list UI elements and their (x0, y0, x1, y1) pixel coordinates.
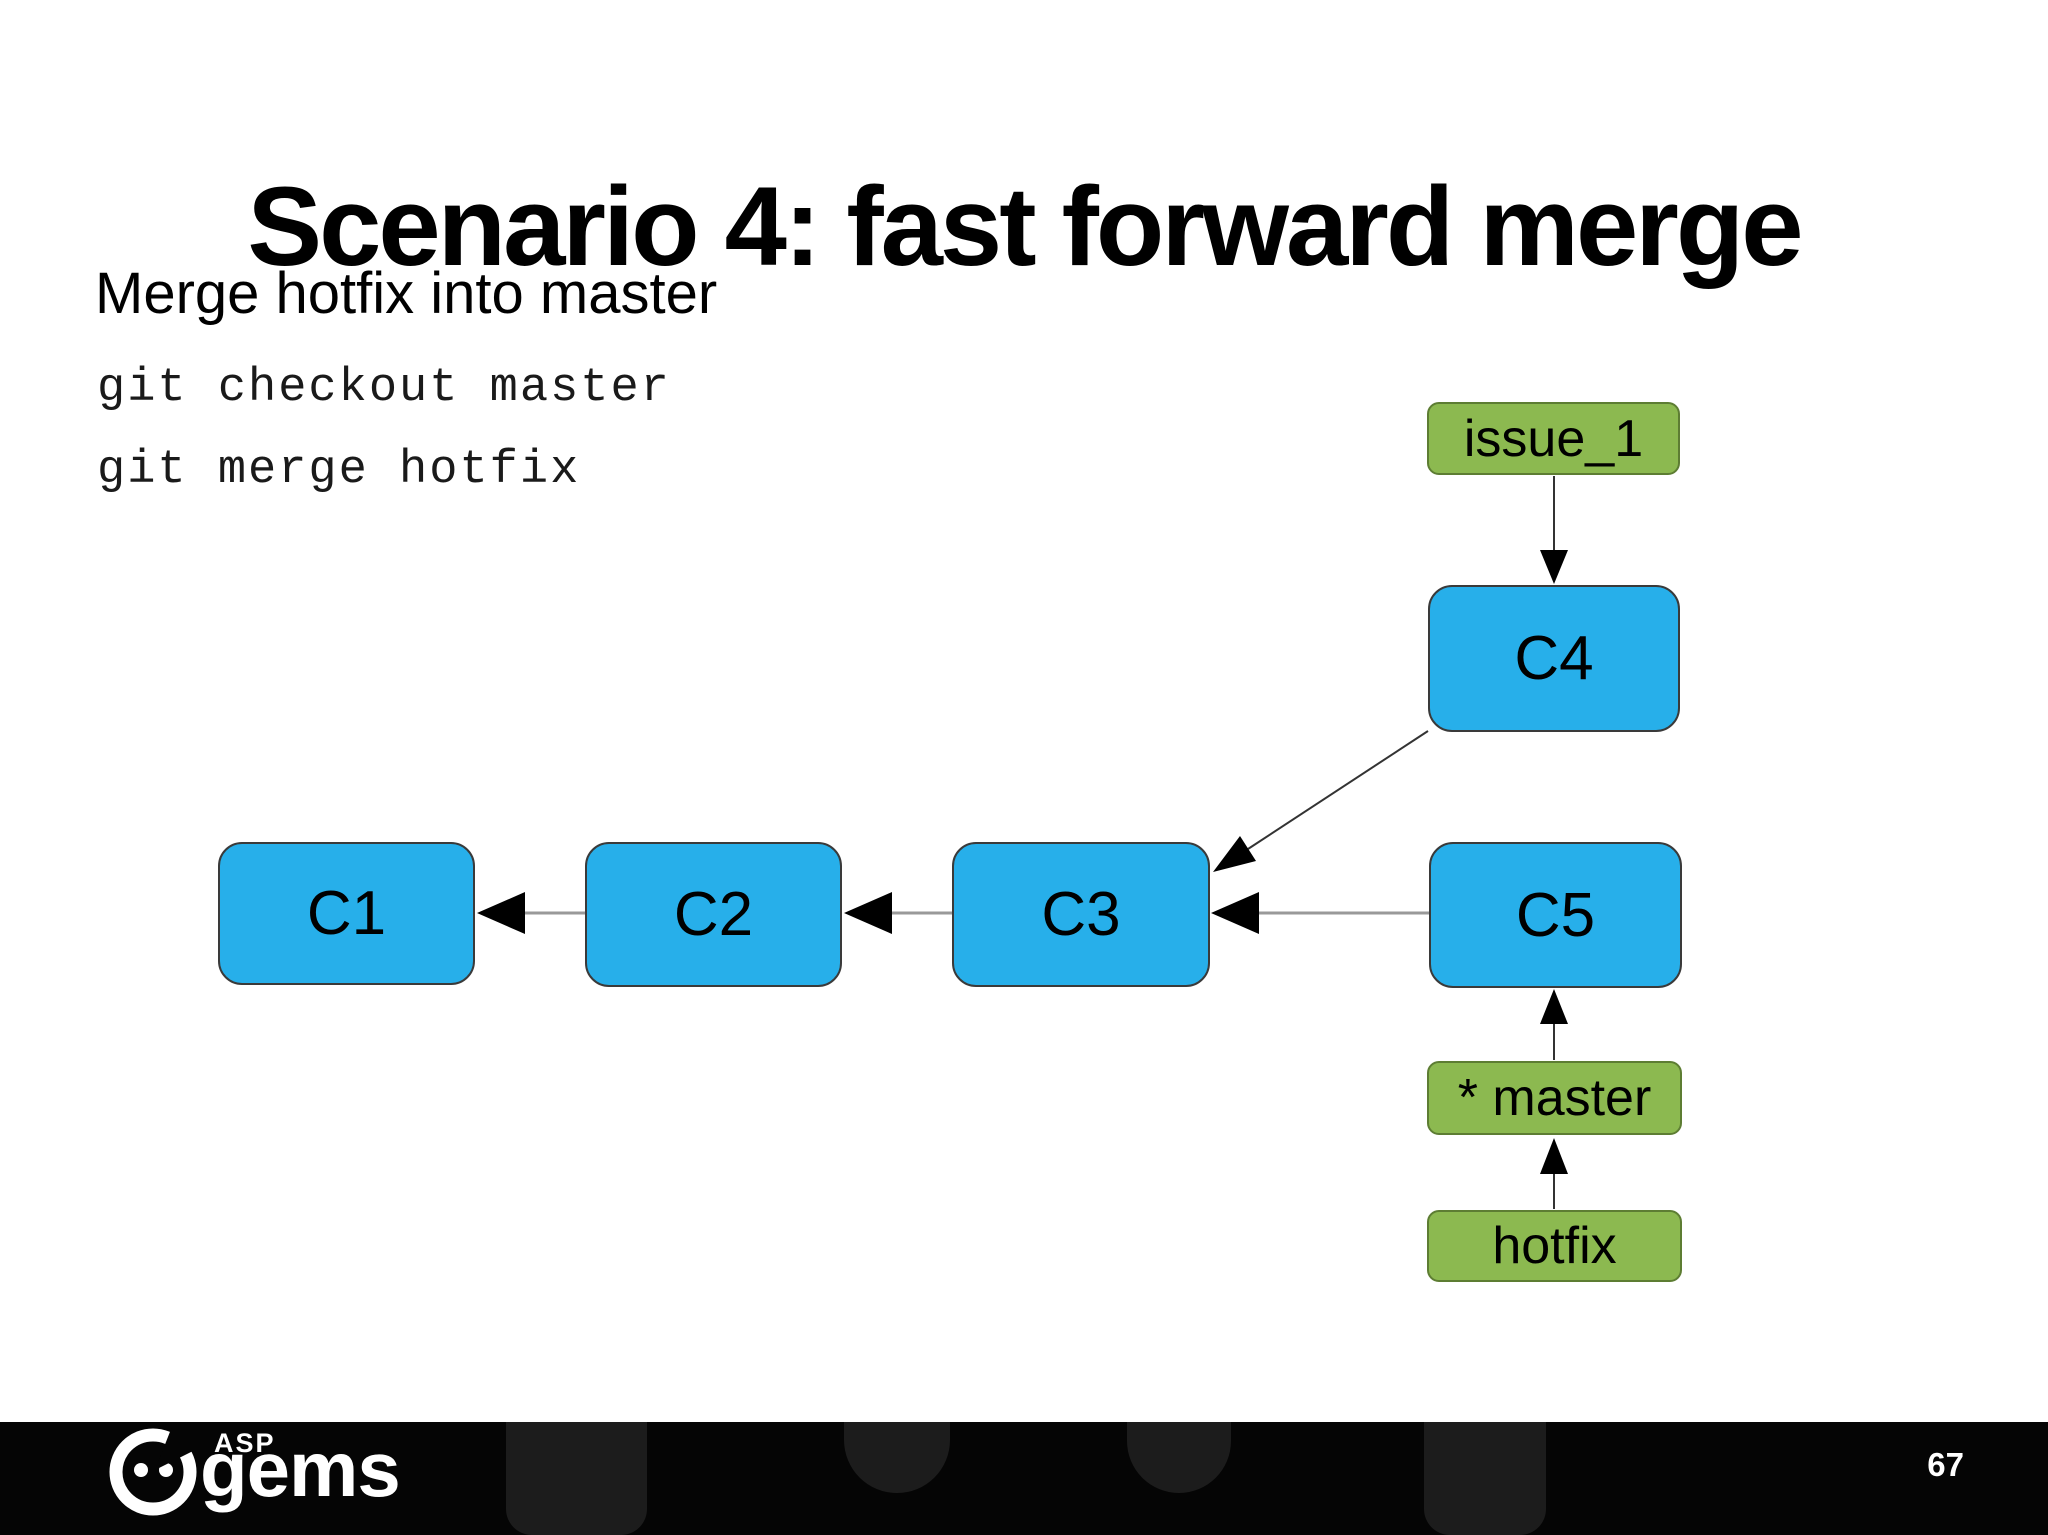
branch-label-text: issue_1 (1463, 409, 1644, 468)
footer-decoration-bar (506, 1422, 647, 1535)
commit-node-c2: C2 (585, 842, 842, 987)
logo-gems-text: gems (200, 1425, 401, 1513)
commit-node-c1: C1 (218, 842, 475, 985)
commit-label: C2 (673, 880, 754, 949)
arrowhead-c4-c3 (1213, 836, 1256, 872)
slide-title: Scenario 4: fast forward merge (247, 164, 1803, 290)
logo-asp-text: ASP (214, 1428, 276, 1458)
commit-label: C5 (1515, 880, 1596, 950)
footer-bar: ASP gems 67 (0, 1422, 2048, 1535)
branch-label-master: * master (1427, 1061, 1682, 1135)
commit-node-c4: C4 (1428, 585, 1680, 732)
branch-label-hotfix: hotfix (1427, 1210, 1682, 1282)
edge-c4-c3 (1247, 730, 1429, 850)
footer-decoration-ellipse (844, 1422, 950, 1493)
code-line-merge: git merge hotfix (97, 444, 581, 497)
arrowhead-issue1-c4 (1540, 550, 1568, 584)
footer-decoration-bar (1424, 1422, 1546, 1535)
branch-label-issue-1: issue_1 (1427, 402, 1680, 475)
footer-decoration-ellipse (1127, 1422, 1231, 1493)
code-line-checkout: git checkout master (97, 362, 671, 415)
arrowhead-c5-c3 (1211, 892, 1259, 934)
commit-label: C1 (306, 879, 387, 948)
arrowhead-hotfix-master (1540, 1138, 1568, 1174)
aspgems-smiley-icon (109, 1425, 201, 1516)
branch-label-text: * master (1457, 1069, 1652, 1127)
branch-label-text: hotfix (1492, 1217, 1617, 1275)
commit-node-c5: C5 (1429, 842, 1682, 988)
arrowhead-c2-c1 (477, 892, 525, 934)
commit-node-c3: C3 (952, 842, 1210, 987)
page-number: 67 (1927, 1446, 1964, 1483)
commit-label: C3 (1041, 880, 1121, 949)
slide-heading: Merge hotfix into master (95, 261, 718, 326)
arrowhead-c3-c2 (844, 892, 892, 934)
arrowhead-master-c5 (1540, 989, 1568, 1024)
commit-label: C4 (1514, 624, 1594, 693)
